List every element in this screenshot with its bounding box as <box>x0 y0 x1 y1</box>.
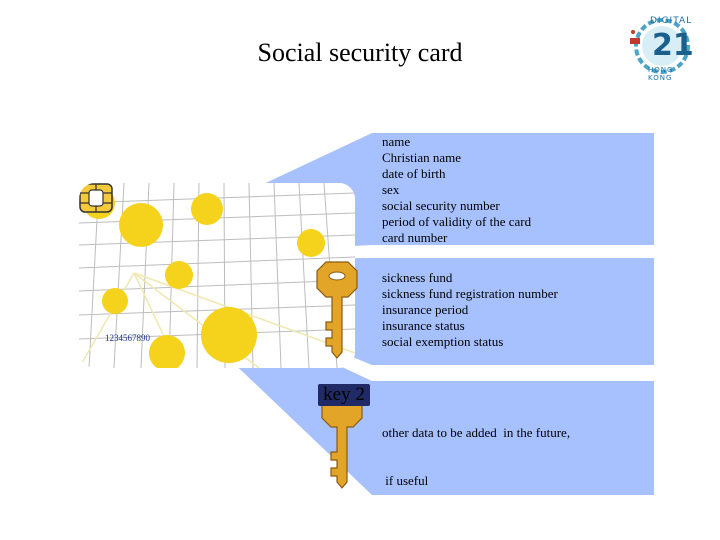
logo-bottom-text: HONG KONG <box>648 66 674 82</box>
social-security-card: 1234567890 <box>79 183 355 368</box>
logo-top-text: DIGITAL <box>650 16 693 26</box>
field-future-data-cont: if useful <box>382 473 429 488</box>
section-1-lines: name Christian name date of birth sex so… <box>382 134 531 246</box>
field-period-of-validity: period of validity of the card <box>382 214 532 229</box>
logo-number: 21 <box>652 28 694 63</box>
field-social-security-number: social security number <box>382 198 500 213</box>
field-insurance-status: insurance status <box>382 318 465 333</box>
field-sex: sex <box>382 182 400 197</box>
field-christian-name: Christian name <box>382 150 462 165</box>
field-social-exemption-status: social exemption status <box>382 334 504 349</box>
field-card-number: card number <box>382 230 448 245</box>
key-2-icon <box>321 391 363 489</box>
page-title: Social security card <box>257 38 463 67</box>
field-future-data: other data to be added in the future, <box>382 425 571 440</box>
card-artwork <box>79 183 355 368</box>
key-1-icon <box>316 261 358 359</box>
info-panel-1 <box>372 133 654 245</box>
chip-icon <box>79 183 113 213</box>
info-panel-3 <box>372 381 654 495</box>
card-number: 1234567890 <box>105 333 150 343</box>
field-sickness-fund: sickness fund <box>382 270 453 285</box>
key-2-label: key 2 <box>318 384 370 406</box>
section-2-lines: sickness fund sickness fund registration… <box>382 270 558 350</box>
field-insurance-period: insurance period <box>382 302 469 317</box>
section-3-lines: other data to be added in the future, if… <box>382 393 570 505</box>
info-panel-2 <box>372 258 654 365</box>
field-name: name <box>382 134 411 149</box>
digital-21-logo: DIGITAL 21 HONG KONG <box>622 14 700 82</box>
field-date-of-birth: date of birth <box>382 166 446 181</box>
field-sickness-fund-registration: sickness fund registration number <box>382 286 558 301</box>
logo-ring-icon <box>630 18 690 74</box>
